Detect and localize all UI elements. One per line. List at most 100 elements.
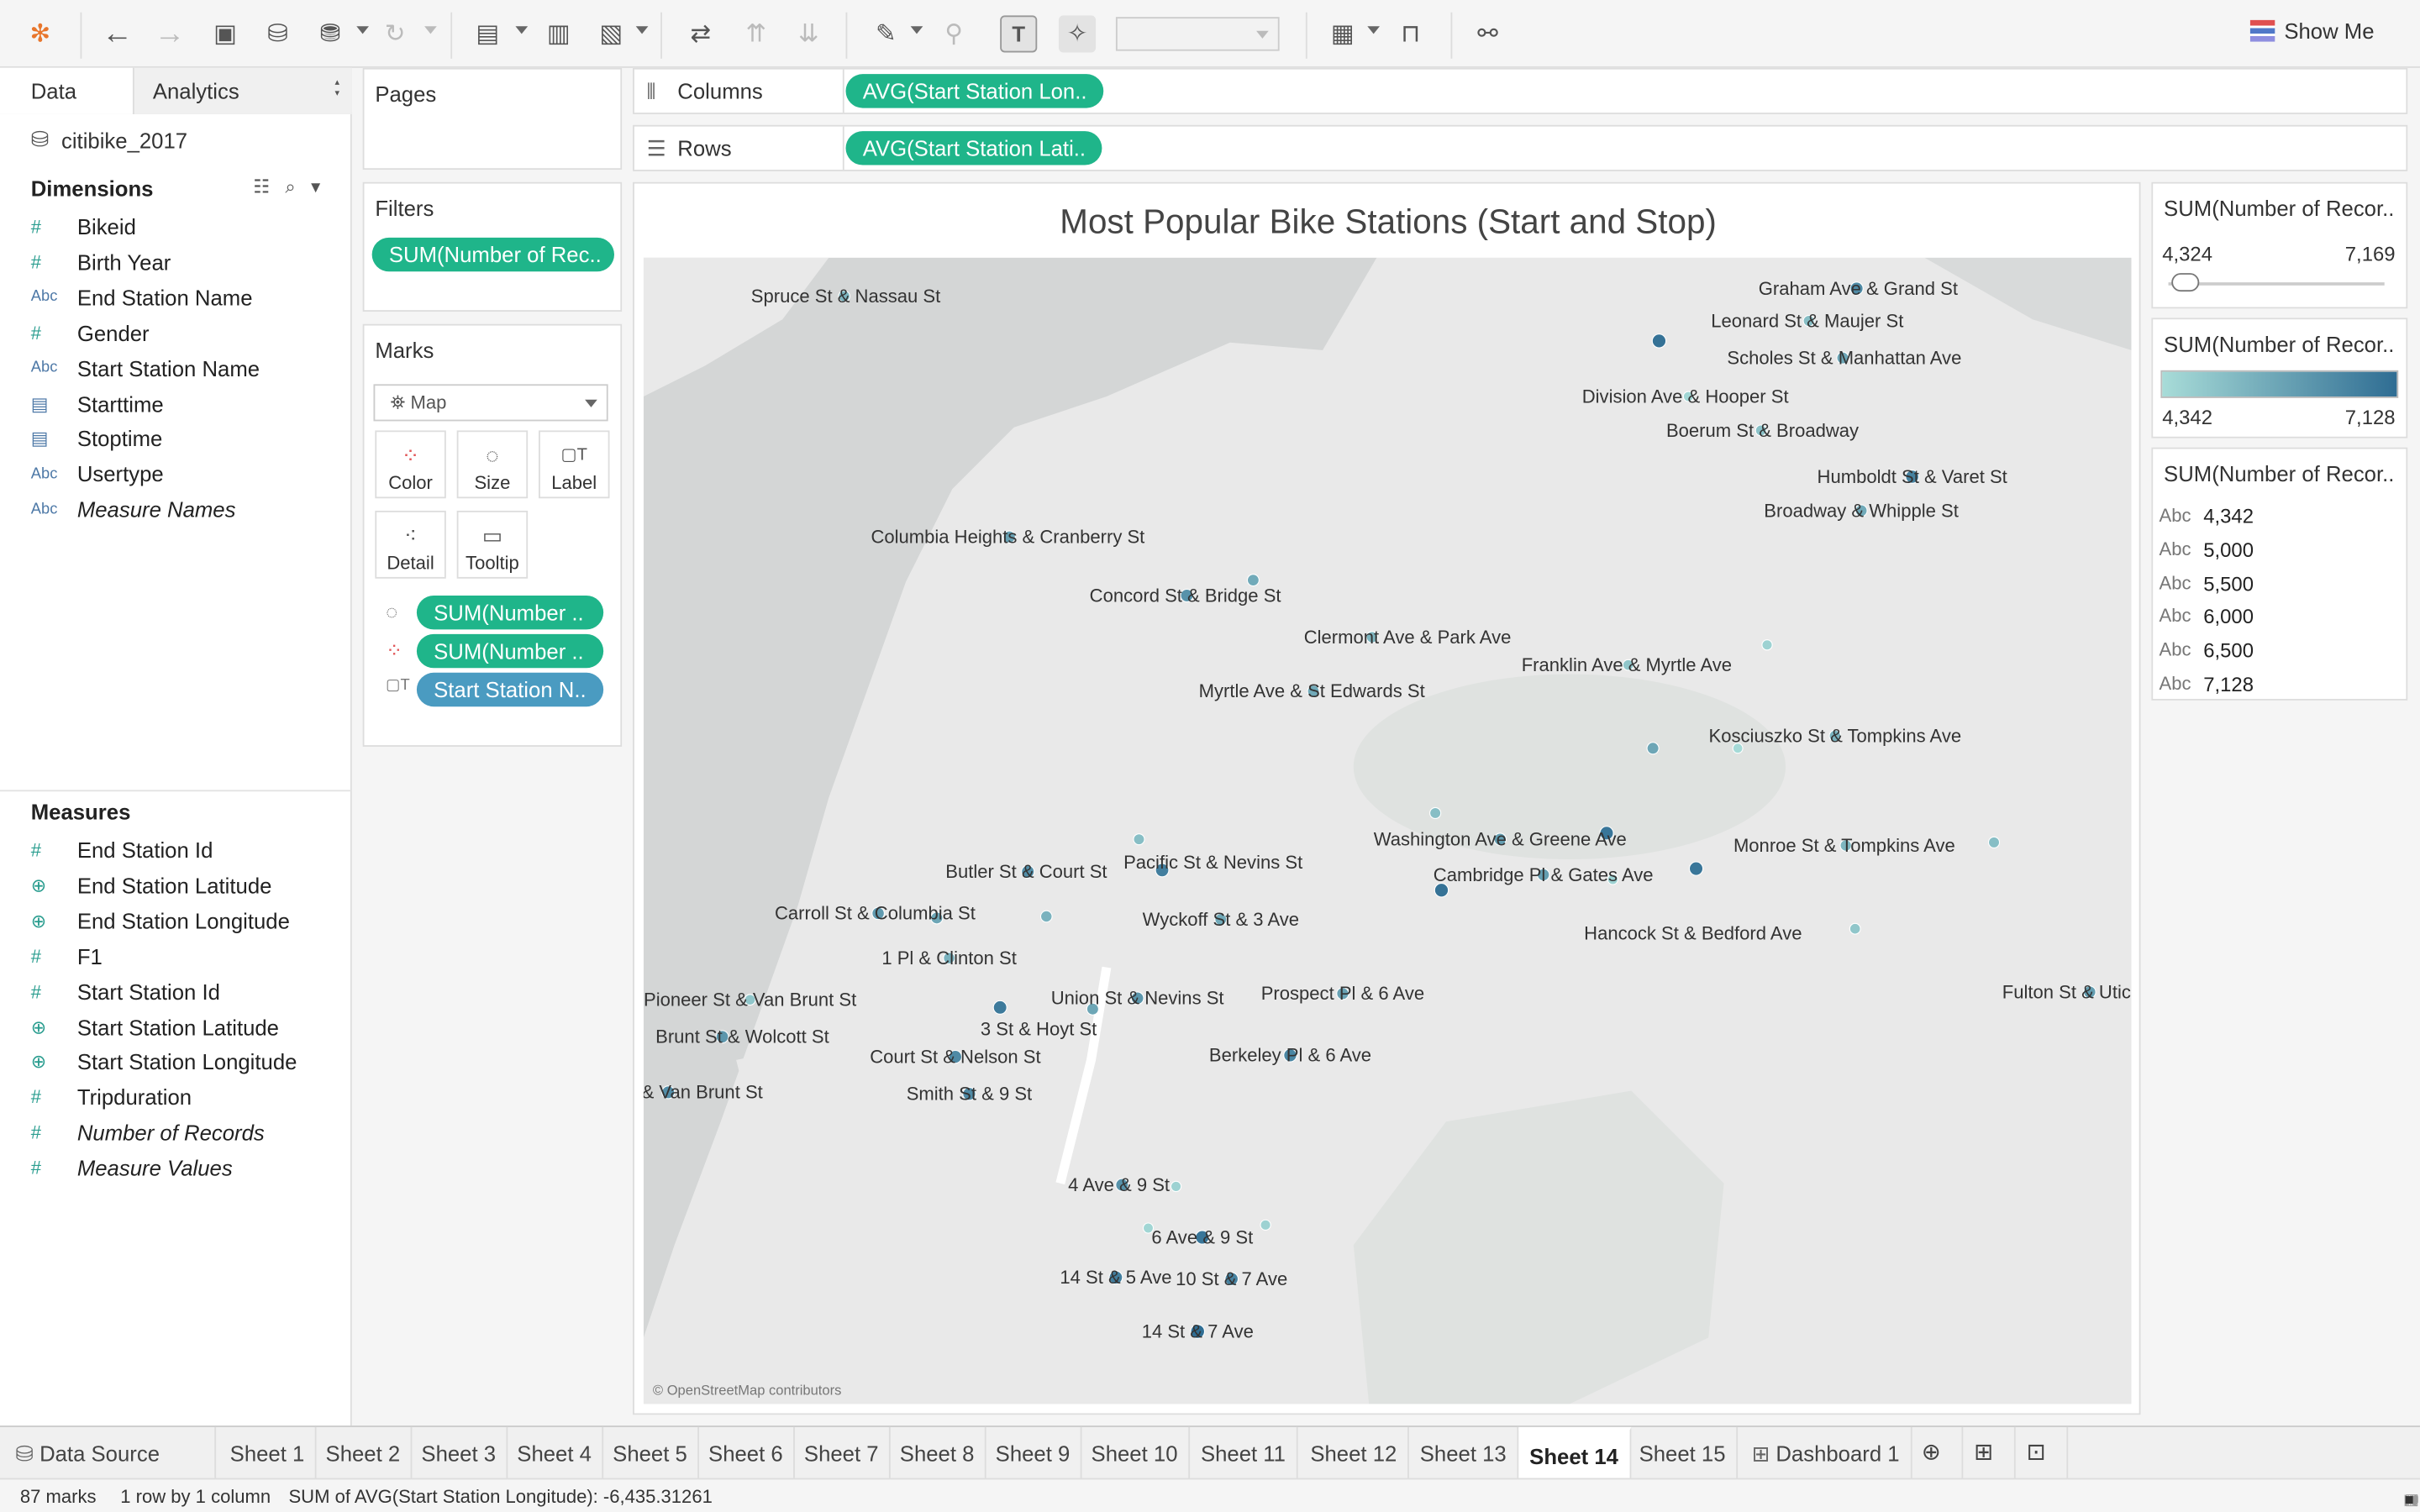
- station-point[interactable]: [1493, 832, 1507, 846]
- new-datasource-icon[interactable]: ⛁: [267, 21, 288, 48]
- station-point[interactable]: [715, 1030, 729, 1044]
- station-point[interactable]: [1283, 1048, 1297, 1063]
- station-point[interactable]: [1651, 333, 1667, 349]
- station-point[interactable]: [1170, 1180, 1182, 1193]
- station-label[interactable]: Division Ave & Hooper St: [1581, 386, 1789, 407]
- tableau-logo-icon[interactable]: ✻: [29, 21, 51, 48]
- rows-pill[interactable]: AVG(Start Station Lati..: [845, 131, 1103, 165]
- filmstrip-view-icon[interactable]: ▭: [2404, 1492, 2419, 1509]
- sheet-tab-3[interactable]: Sheet 3: [411, 1426, 508, 1480]
- station-point[interactable]: [1115, 1178, 1129, 1192]
- station-point[interactable]: [1180, 588, 1194, 602]
- share-icon[interactable]: ⚯: [1477, 21, 1498, 48]
- station-point[interactable]: [1155, 863, 1170, 878]
- station-point[interactable]: [1836, 351, 1849, 365]
- filter-pill[interactable]: SUM(Number of Rec..: [371, 237, 615, 272]
- station-label[interactable]: Pacific St & Nevins St: [1123, 851, 1303, 874]
- station-label[interactable]: Concord St & Bridge St: [1089, 585, 1281, 606]
- station-label[interactable]: Spruce St & Nassau St: [750, 285, 941, 307]
- fix-axes-icon[interactable]: ✧: [1058, 15, 1097, 53]
- range-slider-handle[interactable]: [2171, 273, 2200, 292]
- group-members-icon[interactable]: ⚲: [944, 21, 963, 48]
- station-point[interactable]: [1190, 1324, 1206, 1339]
- label-pill[interactable]: Start Station N..: [416, 672, 604, 707]
- station-point[interactable]: [1336, 987, 1349, 1000]
- station-point[interactable]: [1429, 806, 1442, 820]
- sheet-tab-15[interactable]: Sheet 15: [1628, 1426, 1739, 1480]
- label-button[interactable]: ▢T Label: [539, 430, 610, 499]
- sheet-tab-7[interactable]: Sheet 7: [793, 1426, 892, 1480]
- presentation-mode-icon[interactable]: ⊓: [1401, 21, 1421, 48]
- station-point[interactable]: [1828, 729, 1842, 743]
- station-label[interactable]: Humboldt St & Varet St: [1817, 465, 2007, 488]
- station-label[interactable]: Leonard St & Maujer St: [1711, 310, 1904, 332]
- save-icon[interactable]: ▣: [213, 21, 238, 48]
- sheet-tab-12[interactable]: Sheet 12: [1300, 1426, 1410, 1480]
- station-label[interactable]: Hancock St & Bedford Ave: [1584, 922, 1802, 945]
- field-end-station-id[interactable]: #End Station Id: [30, 837, 213, 863]
- station-point[interactable]: [1365, 631, 1379, 643]
- field-measure-values[interactable]: #Measure Values: [30, 1155, 233, 1181]
- new-dashboard-tab-icon[interactable]: ⊞: [1963, 1426, 2016, 1480]
- station-point[interactable]: [1646, 742, 1660, 755]
- refresh-dropdown[interactable]: [424, 26, 437, 34]
- pause-updates-icon[interactable]: ⛃: [319, 21, 341, 48]
- station-point[interactable]: [1607, 874, 1619, 885]
- station-point[interactable]: [1039, 910, 1053, 923]
- data-tab[interactable]: Data: [0, 67, 133, 114]
- pause-updates-dropdown[interactable]: [356, 26, 369, 34]
- prev-page-icon[interactable]: ◀: [2404, 1492, 2417, 1509]
- field-starttime[interactable]: ▤Starttime: [30, 391, 164, 416]
- station-label[interactable]: Cambridge Pl & Gates Ave: [1433, 864, 1654, 886]
- station-point[interactable]: [948, 1049, 963, 1064]
- station-label[interactable]: 4 Ave & 9 St: [1068, 1173, 1171, 1196]
- station-point[interactable]: [1142, 1222, 1155, 1234]
- station-label[interactable]: Prospect Pl & 6 Ave: [1260, 982, 1425, 1005]
- station-label[interactable]: Wyckoff St & 3 Ave: [1142, 908, 1300, 931]
- station-label[interactable]: Smith St & 9 St: [906, 1083, 1033, 1105]
- tab-view-icon[interactable]: ■: [2404, 1492, 2414, 1509]
- next-page-icon[interactable]: ▶: [2404, 1492, 2417, 1509]
- undo-icon[interactable]: ←: [102, 16, 133, 50]
- sheet-tab-6[interactable]: Sheet 6: [697, 1426, 796, 1480]
- station-point[interactable]: [1839, 839, 1852, 852]
- station-point[interactable]: [1802, 314, 1815, 328]
- size-button[interactable]: ◌ Size: [456, 430, 529, 499]
- swap-rows-columns-icon[interactable]: ⇄: [690, 21, 712, 48]
- sheet-tab-5[interactable]: Sheet 5: [602, 1426, 700, 1480]
- dashboard-tab[interactable]: ⊞ Dashboard 1: [1741, 1426, 1912, 1480]
- station-point[interactable]: [1224, 1272, 1239, 1286]
- station-label[interactable]: & Van Brunt St: [643, 1081, 763, 1104]
- detail-button[interactable]: ⁖ Detail: [375, 510, 446, 579]
- sheet-tab-11[interactable]: Sheet 11: [1190, 1426, 1298, 1480]
- sheet-tab-8[interactable]: Sheet 8: [889, 1426, 987, 1480]
- station-point[interactable]: [1536, 868, 1550, 882]
- sheet-tab-10[interactable]: Sheet 10: [1081, 1426, 1191, 1480]
- sort-descending-icon[interactable]: ⇊: [798, 21, 819, 48]
- station-point[interactable]: [1754, 424, 1767, 437]
- station-point[interactable]: [1086, 1002, 1099, 1016]
- refresh-icon[interactable]: ↻: [384, 21, 406, 48]
- station-point[interactable]: [930, 911, 944, 925]
- station-point[interactable]: [1133, 833, 1145, 846]
- station-point[interactable]: [744, 994, 756, 1006]
- station-point[interactable]: [992, 1000, 1007, 1015]
- station-point[interactable]: [1307, 685, 1320, 698]
- clear-sheet-dropdown[interactable]: [635, 26, 649, 34]
- field-f1[interactable]: #F1: [30, 943, 103, 969]
- station-label[interactable]: Butler St & Court St: [945, 860, 1107, 883]
- station-label[interactable]: Boerum St & Broadway: [1665, 419, 1860, 442]
- sheet-tab-1[interactable]: Sheet 1: [219, 1426, 318, 1480]
- station-point[interactable]: [2083, 985, 2096, 999]
- station-point[interactable]: [1130, 991, 1144, 1005]
- station-point[interactable]: [962, 1087, 976, 1101]
- station-point[interactable]: [1214, 913, 1228, 927]
- pages-card[interactable]: Pages: [362, 67, 623, 171]
- color-pill[interactable]: SUM(Number ..: [416, 633, 604, 669]
- tooltip-button[interactable]: ▭ Tooltip: [456, 510, 529, 579]
